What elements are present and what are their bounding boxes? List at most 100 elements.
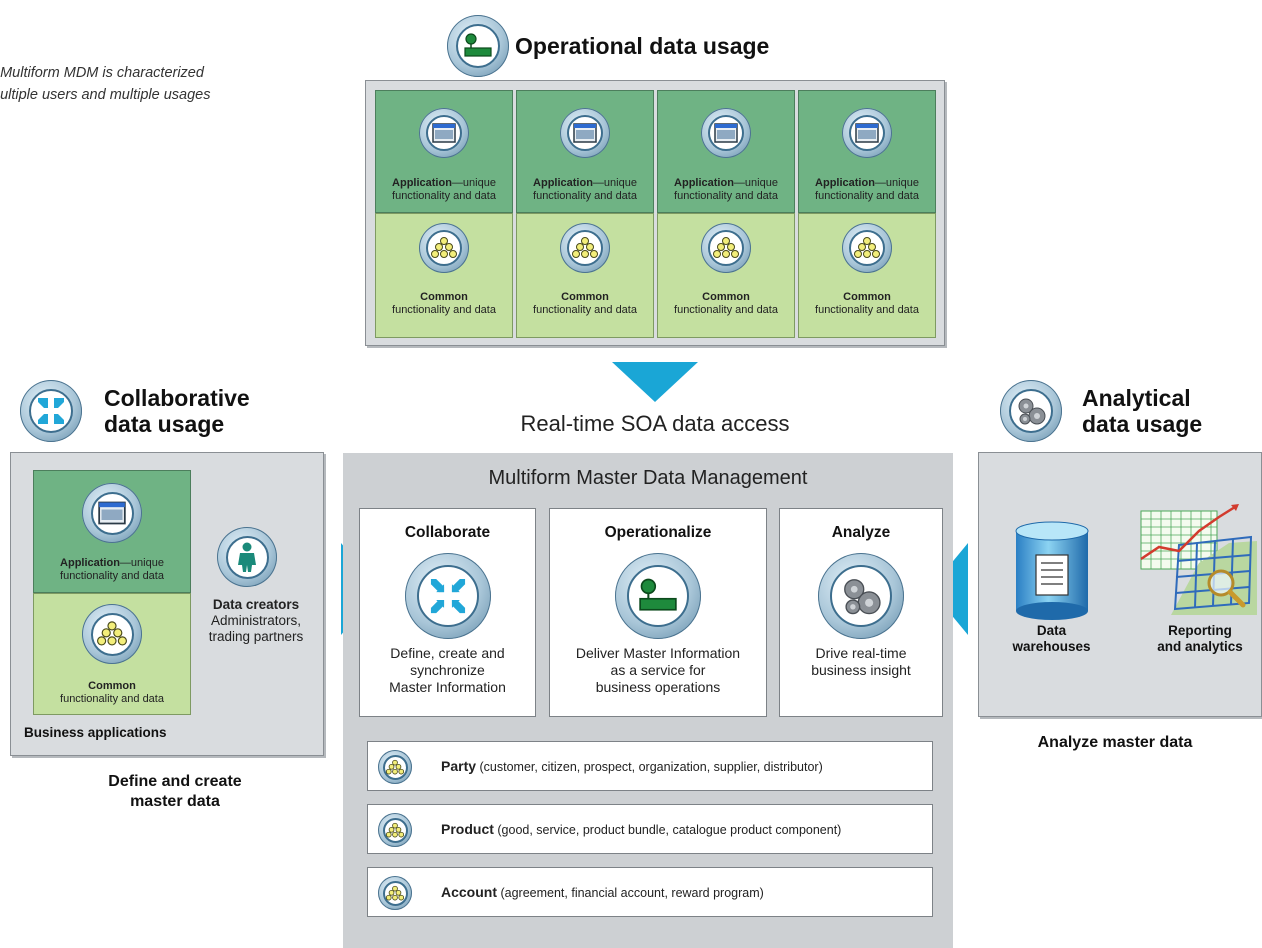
application-desc: functionality and data xyxy=(533,190,637,202)
application-cell: Application—unique functionality and dat… xyxy=(798,90,936,213)
collaborate-title: Collaborate xyxy=(404,524,491,541)
account-text: Account (agreement, financial account, r… xyxy=(441,884,764,900)
common-text: Common functionality and data xyxy=(34,680,190,706)
application-badge xyxy=(82,483,142,543)
common-cluster-icon xyxy=(386,822,404,837)
data-creator-person-icon xyxy=(238,542,256,572)
reporting-analytics-label: Reporting and analytics xyxy=(1135,623,1262,655)
application-cell: Application—unique functionality and dat… xyxy=(516,90,654,213)
collaborate-desc-line-2: synchronize xyxy=(410,662,485,678)
application-badge xyxy=(560,108,610,158)
application-badge xyxy=(701,108,751,158)
application-window-icon xyxy=(855,123,879,143)
common-desc: functionality and data xyxy=(392,304,496,316)
analytical-gears-icon xyxy=(844,579,881,615)
down-arrow xyxy=(612,362,698,402)
mdm-panel: Multiform Master Data Management Collabo… xyxy=(343,453,953,948)
application-suffix: —unique xyxy=(119,557,164,569)
common-cluster-icon xyxy=(386,885,404,900)
mdm-title: Multiform Master Data Management xyxy=(488,467,808,489)
operationalize-desc-line-3: business operations xyxy=(595,679,721,695)
common-cluster-icon xyxy=(713,237,739,258)
common-desc: functionality and data xyxy=(674,304,778,316)
application-label: Application xyxy=(392,177,452,189)
common-text: Common functionality and data xyxy=(517,291,653,317)
account-badge xyxy=(378,876,412,910)
common-text: Common functionality and data xyxy=(376,291,512,317)
application-desc: functionality and data xyxy=(815,190,919,202)
common-text: Common functionality and data xyxy=(658,291,794,317)
collaborative-title-line-2: data usage xyxy=(104,411,225,437)
analytical-title-line-1: Analytical xyxy=(1082,385,1191,411)
caption-line-1: 1 Multiform MDM is characterized xyxy=(0,65,204,81)
reporting-analytics-line-1: Reporting xyxy=(1168,623,1232,638)
operational-column-1: Application—unique functionality and dat… xyxy=(375,90,513,338)
application-text: Application—unique functionality and dat… xyxy=(34,557,190,583)
account-detail: (agreement, financial account, reward pr… xyxy=(500,886,764,900)
application-text: Application—unique functionality and dat… xyxy=(517,177,653,203)
application-label: Application xyxy=(60,557,120,569)
common-cell: Common functionality and data xyxy=(798,213,936,338)
operationalize-desc: Deliver Master Information as a service … xyxy=(556,645,760,696)
common-cell: Common functionality and data xyxy=(657,213,795,338)
collaborate-desc: Define, create and synchronize Master In… xyxy=(366,645,529,696)
application-suffix: —unique xyxy=(733,177,778,189)
operationalize-card: Operationalize Deliver Master Informatio… xyxy=(549,508,767,717)
analyze-badge xyxy=(818,553,904,639)
common-cell: Common functionality and data xyxy=(516,213,654,338)
collaborative-icon xyxy=(38,398,64,424)
application-desc: functionality and data xyxy=(60,570,164,582)
application-desc: functionality and data xyxy=(392,190,496,202)
collaborate-desc-line-1: Define, create and xyxy=(390,645,505,661)
operationalize-badge xyxy=(615,553,701,639)
soa-label: Real-time SOA data access xyxy=(520,411,790,436)
operationalize-desc-line-1: Deliver Master Information xyxy=(575,645,741,661)
product-text: Product (good, service, product bundle, … xyxy=(441,821,841,837)
party-detail: (customer, citizen, prospect, organizati… xyxy=(479,760,823,774)
chart-magnifier-icon xyxy=(1140,504,1257,615)
analyze-card: Analyze Drive real-time business insight xyxy=(779,508,943,717)
application-window-icon xyxy=(714,123,738,143)
collaborative-footer-line-2: master data xyxy=(130,793,220,810)
application-suffix: —unique xyxy=(451,177,496,189)
collaborate-desc-line-3: Master Information xyxy=(389,679,506,695)
application-label: Application xyxy=(815,177,875,189)
data-creators-text: Data creators Administrators, trading pa… xyxy=(191,597,321,645)
application-label: Application xyxy=(674,177,734,189)
account-domain-row: Account (agreement, financial account, r… xyxy=(367,867,933,917)
data-warehouses-label: Data warehouses xyxy=(989,623,1114,655)
common-label: Common xyxy=(561,291,609,303)
collaborative-badge xyxy=(20,380,82,442)
data-warehouses-line-1: Data xyxy=(1036,623,1067,638)
party-badge xyxy=(378,750,412,784)
product-badge xyxy=(378,813,412,847)
common-cell: Common functionality and data xyxy=(375,213,513,338)
collaborative-footer: Define and create master data xyxy=(60,772,290,812)
application-text: Application—unique functionality and dat… xyxy=(658,177,794,203)
analytical-panel: Data warehouses Reporting and analytics xyxy=(978,452,1262,717)
common-badge xyxy=(419,223,469,273)
common-cluster-icon xyxy=(572,237,598,258)
analytical-header: Analytical data usage xyxy=(1000,380,1202,442)
collaborative-title: Collaborative data usage xyxy=(104,385,250,437)
business-applications-label: Business applications xyxy=(24,725,167,740)
common-cell: Common functionality and data xyxy=(33,593,191,715)
application-window-icon xyxy=(98,501,126,525)
common-cluster-icon xyxy=(854,237,880,258)
application-text: Application—unique functionality and dat… xyxy=(799,177,935,203)
reporting-analytics-line-2: and analytics xyxy=(1157,639,1243,654)
collaborative-icon xyxy=(430,578,465,614)
collaborate-card: Collaborate Define, create and synchroni… xyxy=(359,508,536,717)
collaborative-title-line-1: Collaborative xyxy=(104,385,250,411)
collaborate-badge xyxy=(404,553,491,639)
common-badge xyxy=(82,604,142,664)
analytical-badge xyxy=(1000,380,1062,442)
collaborative-header: Collaborative data usage xyxy=(20,380,250,442)
analytical-title: Analytical data usage xyxy=(1082,385,1202,437)
application-cell: Application—unique functionality and dat… xyxy=(33,470,191,593)
product-domain-row: Product (good, service, product bundle, … xyxy=(367,804,933,854)
product-name: Product xyxy=(441,821,494,837)
application-text: Application—unique functionality and dat… xyxy=(376,177,512,203)
operationalize-desc-line-2: as a service for xyxy=(610,662,706,678)
data-warehouses-line-2: warehouses xyxy=(1012,639,1091,654)
